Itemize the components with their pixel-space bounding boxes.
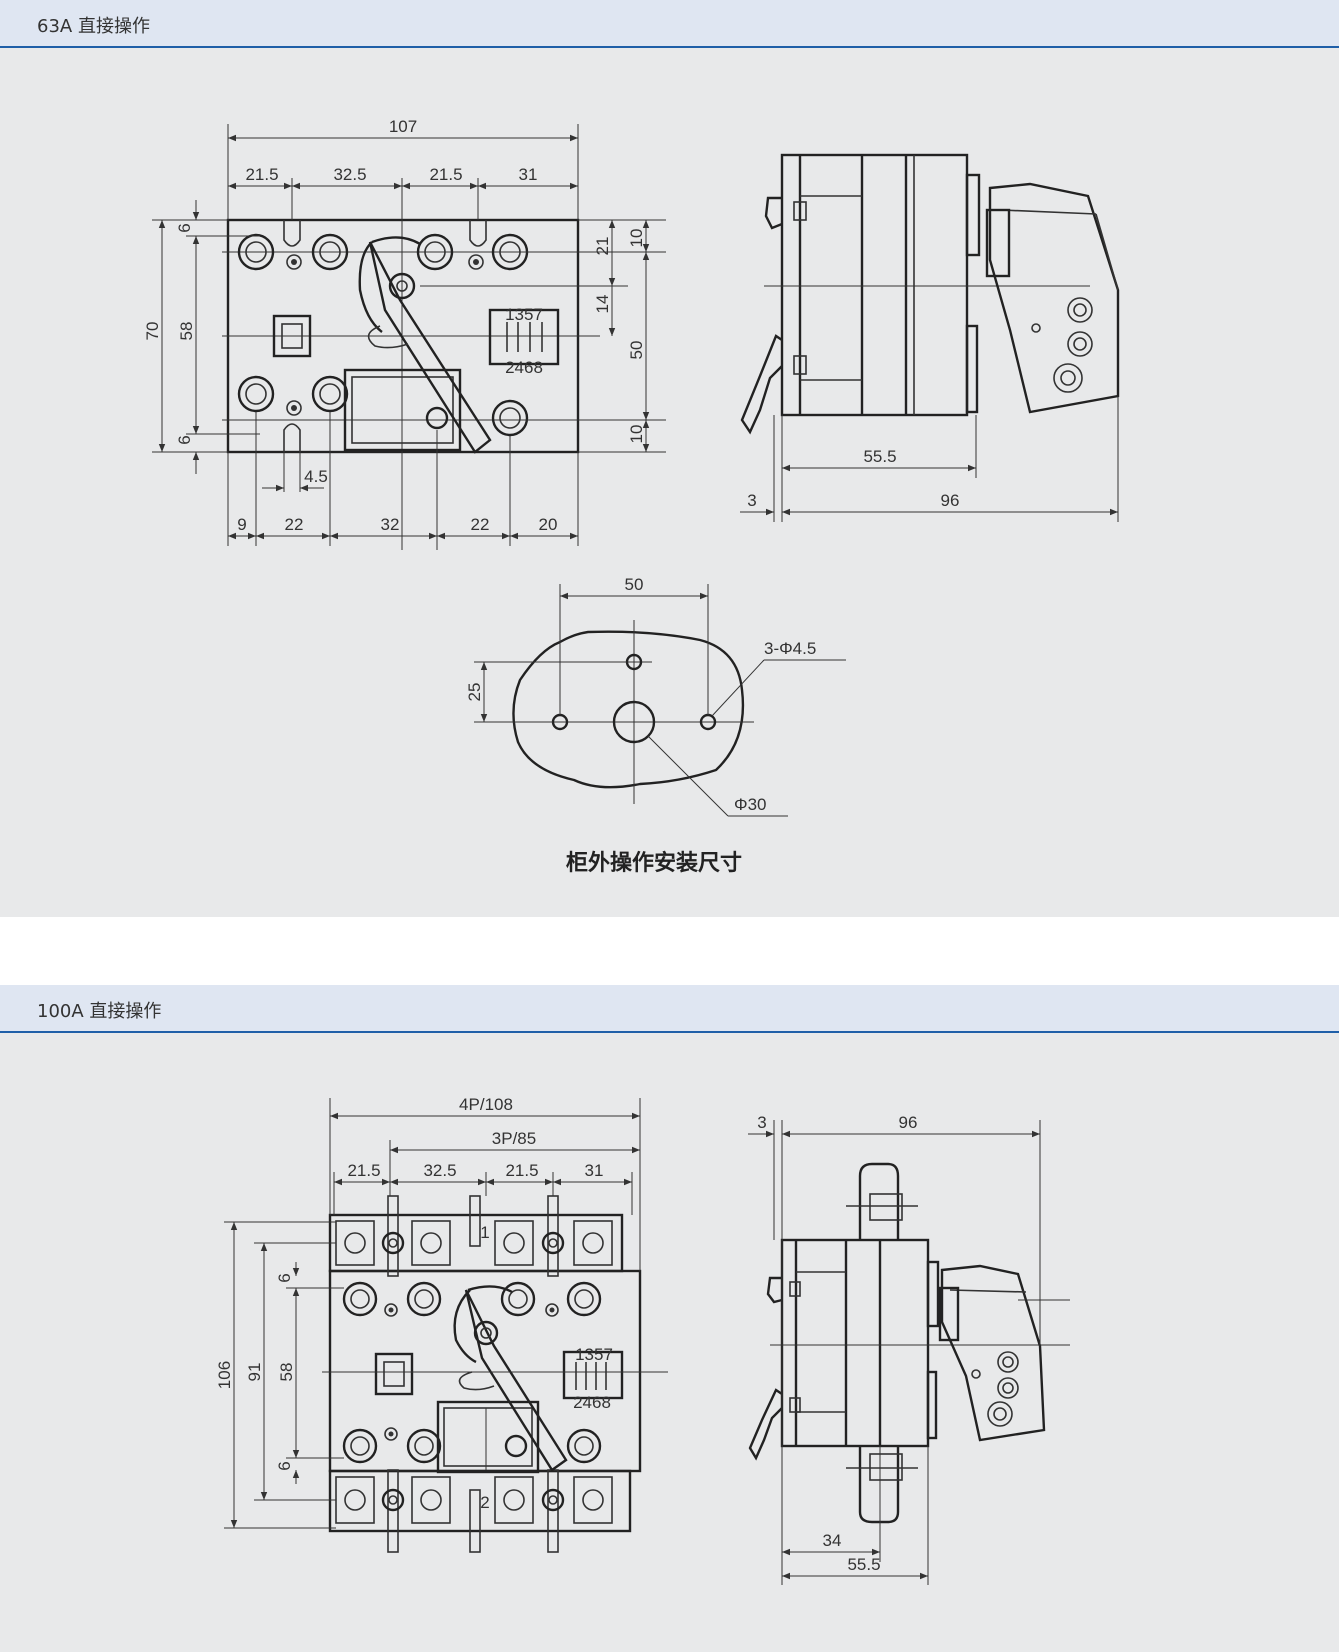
dim-top-offset-100a: 6 <box>275 1273 294 1282</box>
aux-contact-100a: 1357 2468 <box>562 1345 624 1412</box>
section-title-63a: 63A 直接操作 <box>37 16 150 37</box>
dim-100a-top-seg-2: 32.5 <box>423 1161 456 1180</box>
dim-side-offset-100a: 3 <box>757 1113 766 1132</box>
dim-width-3p: 3P/85 <box>492 1129 536 1148</box>
dim-overall-width: 107 <box>389 117 417 136</box>
dim-slot-width: 4.5 <box>304 467 328 486</box>
dim-side-total-100a: 96 <box>899 1113 918 1132</box>
aux-contact-63a: 1357 2468 <box>488 305 560 377</box>
aux-label-bottom: 2468 <box>505 358 543 377</box>
dim-width-4p: 4P/108 <box>459 1095 513 1114</box>
section-header-100a: 100A 直接操作 <box>0 985 1339 1033</box>
dim-side-offset: 3 <box>747 491 756 510</box>
aux-label-bottom-100a: 2468 <box>573 1393 611 1412</box>
dim-panel-width: 50 <box>625 575 644 594</box>
dim-bottom-seg-3: 32 <box>381 515 400 534</box>
label-pole-top: 1 <box>480 1223 489 1242</box>
dim-bottom-seg-2: 22 <box>285 515 304 534</box>
label-center-hole: Φ30 <box>734 795 766 814</box>
dim-left-mid-100a: 91 <box>245 1363 264 1382</box>
dim-right-seg-1: 21 <box>593 237 612 256</box>
dim-side-total: 96 <box>941 491 960 510</box>
side-view-63a: 55.5 96 3 <box>740 153 1120 522</box>
dim-100a-top-seg-1: 21.5 <box>347 1161 380 1180</box>
section-title-100a: 100A 直接操作 <box>37 1001 162 1022</box>
dim-right-bottom: 10 <box>627 425 646 444</box>
dim-100a-top-seg-3: 21.5 <box>505 1161 538 1180</box>
dim-top-offset: 6 <box>175 223 194 232</box>
section-header-63a: 63A 直接操作 <box>0 0 1339 48</box>
dim-bottom-offset: 6 <box>175 435 194 444</box>
dim-top-seg-3: 21.5 <box>429 165 462 184</box>
dim-bottom-seg-1: 9 <box>237 515 246 534</box>
dim-top-seg-4: 31 <box>519 165 538 184</box>
dim-bottom-seg-4: 22 <box>471 515 490 534</box>
section-63a: 63A 直接操作 <box>0 0 1339 917</box>
handle-100a <box>453 1285 568 1472</box>
front-view-100a: 1 2 <box>215 1095 668 1553</box>
dim-side-depth: 55.5 <box>863 447 896 466</box>
front-view-63a: 1357 2468 107 21.5 32.5 21.5 31 <box>143 117 666 550</box>
diagram-63a: 1357 2468 107 21.5 32.5 21.5 31 <box>143 117 1120 876</box>
dim-top-seg-2: 32.5 <box>333 165 366 184</box>
dim-left-inner-100a: 58 <box>277 1363 296 1382</box>
dim-left-inner: 58 <box>177 322 196 341</box>
diagram-100a: 1 2 <box>215 1095 1070 1585</box>
dim-side-depth-100a: 55.5 <box>847 1555 880 1574</box>
dim-100a-top-seg-4: 31 <box>585 1161 604 1180</box>
dim-right-seg-3: 50 <box>627 341 646 360</box>
aux-label-top: 1357 <box>505 305 543 324</box>
dim-left-outer-100a: 106 <box>215 1361 234 1389</box>
dim-bottom-offset-100a: 6 <box>275 1461 294 1470</box>
label-mounting-holes: 3-Φ4.5 <box>764 639 816 658</box>
handle-63a <box>358 236 492 454</box>
caption-panel-install: 柜外操作安装尺寸 <box>566 850 742 876</box>
dim-left-height: 70 <box>143 322 162 341</box>
label-pole-bottom: 2 <box>480 1493 489 1512</box>
dim-panel-height: 25 <box>465 683 484 702</box>
side-view-100a: 96 3 34 55.5 <box>748 1113 1070 1585</box>
dim-top-seg-1: 21.5 <box>245 165 278 184</box>
dim-right-top: 10 <box>627 229 646 248</box>
aux-label-top-100a: 1357 <box>575 1345 613 1364</box>
dim-right-seg-2: 14 <box>593 295 612 314</box>
section-100a: 100A 直接操作 1 2 <box>0 985 1339 1652</box>
dim-side-inner-100a: 34 <box>823 1531 842 1550</box>
dim-bottom-seg-5: 20 <box>539 515 558 534</box>
panel-cutout-63a: 50 25 3-Φ4.5 Φ30 <box>465 575 846 817</box>
